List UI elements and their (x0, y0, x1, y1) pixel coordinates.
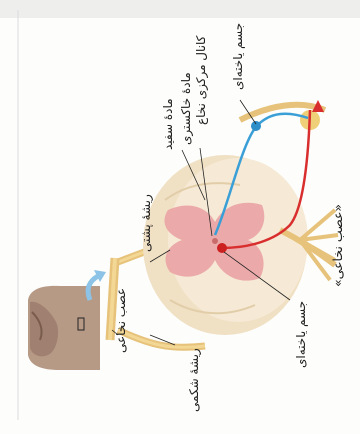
label-central-canal: کانال مرکزی نخاع (194, 35, 209, 125)
label-cell-body-top: جسم یاخته‌ای (231, 23, 245, 90)
label-dorsal-root: ریشهٔ پشتی (139, 194, 154, 252)
figure-caption: «عصب نخاعی» (330, 204, 345, 287)
label-ventral-root: ریشهٔ شکمی (187, 348, 202, 412)
label-gray-matter: مادهٔ خاکستری (179, 72, 194, 145)
label-cell-body-bottom: جسم یاخته‌ای (294, 301, 308, 368)
central-canal (212, 238, 218, 244)
label-spinal-nerve: عصب نخاعی (114, 288, 128, 353)
label-white-matter: مادهٔ سفید (161, 98, 175, 150)
top-strip (0, 0, 360, 18)
